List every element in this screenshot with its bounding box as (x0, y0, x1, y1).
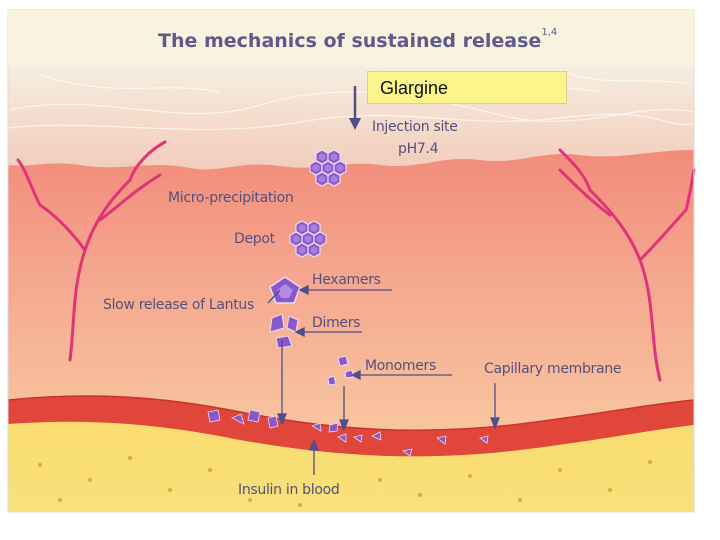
subcutaneous-tissue (8, 143, 694, 440)
capillary-band (8, 396, 694, 457)
ph-label: pH7.4 (398, 141, 439, 157)
depot-label: Depot (234, 231, 275, 247)
title-main: The mechanics of sustained release (158, 30, 542, 52)
capillary-edge (7, 395, 695, 431)
title-band (8, 10, 694, 66)
hexamers-label: Hexamers (312, 272, 381, 288)
dimer-molecules (269, 313, 299, 349)
monomer-molecules (327, 355, 354, 386)
blood-vessels (16, 140, 696, 382)
pointer-arrows (267, 284, 500, 475)
injection-site-label: Injection site (372, 119, 458, 135)
monomers-label: Monomers (365, 358, 436, 374)
skin-lines (7, 69, 695, 130)
dimers-label: Dimers (312, 315, 361, 331)
title-superscript: 1,4 (541, 27, 558, 38)
micro-precipitation-label: Micro-precipitation (168, 190, 294, 206)
injection-arrow (349, 86, 361, 130)
page-title: The mechanics of sustained release1,4 (158, 27, 558, 52)
fat-dots (38, 456, 652, 507)
capillary-membrane-label: Capillary membrane (484, 361, 622, 377)
hexamer-molecule (269, 276, 301, 304)
callout-text: Glargine (380, 78, 449, 98)
blood-molecules (207, 409, 489, 457)
glargine-callout: Glargine (367, 71, 567, 104)
slow-release-label: Slow release of Lantus (103, 297, 254, 313)
insulin-in-blood-label: Insulin in blood (238, 482, 340, 498)
